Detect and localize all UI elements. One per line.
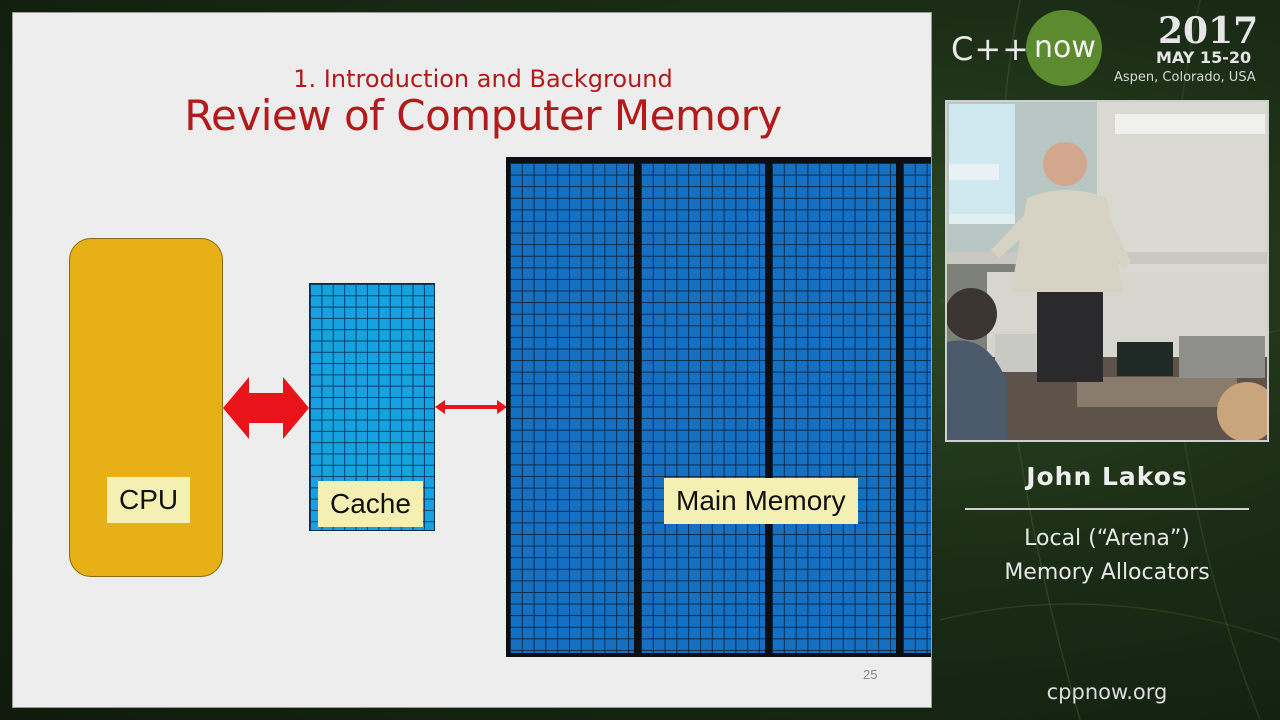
brand-cpp-text: C++ [951, 30, 1030, 68]
cpu-label: CPU [107, 477, 191, 523]
speaker-video [945, 100, 1269, 442]
memory-bank [772, 163, 896, 653]
brand-now-text: now [1034, 30, 1096, 65]
cache-label: Cache [318, 481, 423, 527]
talk-title-line-1: Local (“Arena”) [1024, 526, 1190, 551]
conference-dates: MAY 15-20 [1156, 48, 1252, 67]
slide-title: Review of Computer Memory [184, 91, 782, 140]
slide-page-number: 25 [863, 667, 878, 682]
speaker-name: John Lakos [1026, 462, 1188, 491]
main-memory-block [506, 157, 931, 657]
cpu-block [69, 238, 223, 577]
conference-website: cppnow.org [1046, 680, 1168, 704]
memory-bank [641, 163, 765, 653]
brand-logo-circle [1026, 10, 1102, 86]
main-memory-label: Main Memory [664, 478, 858, 524]
slide-subtitle: 1. Introduction and Background [293, 65, 673, 93]
memory-bank [903, 163, 931, 653]
cpu-cache-arrow [223, 377, 309, 439]
talk-title-line-2: Memory Allocators [1004, 560, 1210, 585]
presentation-slide: 1. Introduction and Background Review of… [12, 12, 932, 708]
speaker-video-frame [947, 102, 1267, 440]
divider-line [965, 508, 1249, 510]
conference-year: 2017 [1158, 10, 1259, 52]
conference-location: Aspen, Colorado, USA [1114, 70, 1256, 85]
memory-bank [510, 163, 634, 653]
cache-memory-arrow [435, 400, 507, 414]
